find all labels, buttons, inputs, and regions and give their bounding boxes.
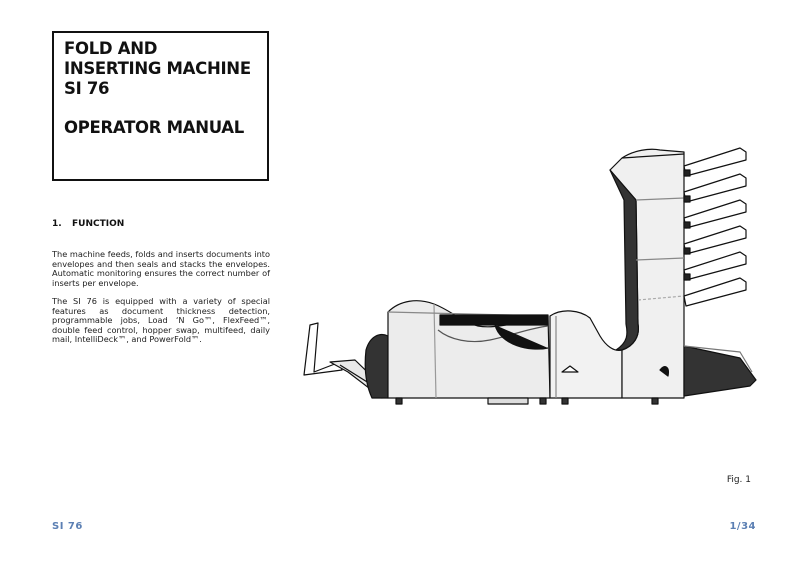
title-line-1: FOLD AND xyxy=(64,39,158,58)
footer-page-number: 1/34 xyxy=(729,521,756,532)
paragraph-function-2: The SI 76 is equipped with a variety of … xyxy=(52,296,270,345)
figure-caption: Fig. 1 xyxy=(726,475,751,485)
section-heading: 1. FUNCTION xyxy=(52,219,124,229)
fold-inserting-machine-illustration xyxy=(303,147,757,405)
title-box: FOLD AND INSERTING MACHINE SI 76 OPERATO… xyxy=(52,31,269,181)
section-number: 1. xyxy=(52,219,62,229)
paragraph-function-1: The machine feeds, folds and inserts doc… xyxy=(52,249,270,288)
title-line-2: INSERTING MACHINE xyxy=(64,59,251,78)
footer-model: SI 76 xyxy=(52,521,83,532)
title-line-3: SI 76 xyxy=(64,79,110,98)
section-title: FUNCTION xyxy=(72,219,125,229)
manual-subtitle: OPERATOR MANUAL xyxy=(64,118,244,137)
